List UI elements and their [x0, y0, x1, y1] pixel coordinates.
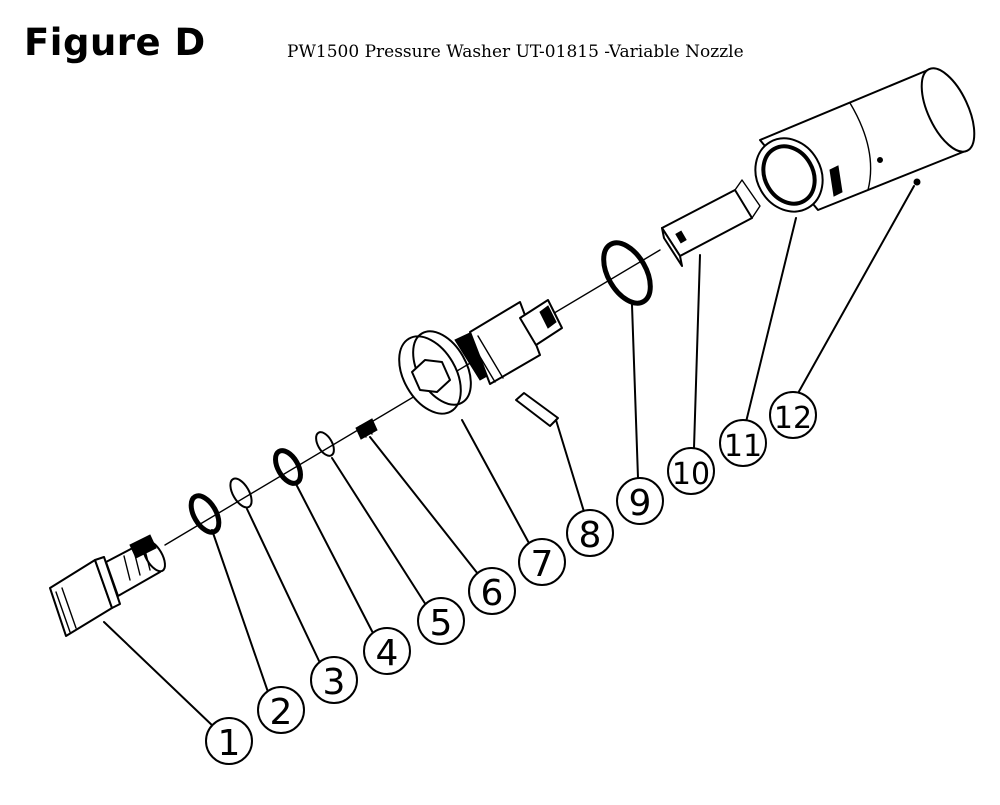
callout-1-number: 1	[218, 723, 241, 764]
callout-6-number: 6	[481, 573, 504, 614]
part-10-slide-block	[661, 179, 761, 267]
callout-4-number: 4	[376, 633, 399, 674]
callout-4: 4	[363, 627, 411, 675]
part-2-oring	[188, 493, 222, 535]
figure-label: Figure D	[24, 21, 206, 64]
part-6-spring	[355, 418, 378, 440]
callout-10: 10	[667, 447, 715, 495]
callout-9: 9	[616, 477, 664, 525]
callout-1: 1	[205, 717, 253, 765]
callout-8: 8	[566, 509, 614, 557]
callout-3: 3	[310, 656, 358, 704]
callout-11-number: 11	[724, 429, 762, 464]
callout-9-number: 9	[629, 483, 652, 524]
callout-7: 7	[518, 538, 566, 586]
part-4-oring	[273, 448, 303, 486]
callout-5: 5	[417, 597, 465, 645]
figure-caption: PW1500 Pressure Washer UT-01815 -Variabl…	[287, 42, 744, 62]
leader-lines	[103, 185, 915, 729]
callout-11: 11	[719, 419, 767, 467]
callout-5-number: 5	[430, 603, 453, 644]
callout-2-number: 2	[270, 692, 293, 733]
part-5-washer	[315, 431, 335, 457]
callout-12: 12	[769, 391, 817, 439]
part-9-large-oring	[601, 240, 653, 306]
callout-7-number: 7	[531, 544, 554, 585]
callout-12-number: 12	[774, 401, 812, 436]
part-7-nozzle-body	[398, 299, 563, 415]
part-3-washer	[229, 477, 253, 509]
part-8-pin	[515, 392, 559, 427]
callout-3-number: 3	[323, 662, 346, 703]
callout-6: 6	[468, 567, 516, 615]
callout-8-number: 8	[579, 515, 602, 556]
callout-10-number: 10	[672, 457, 710, 492]
callout-2: 2	[257, 686, 305, 734]
assembly-axis	[164, 249, 661, 546]
part-1-coupler	[49, 534, 166, 637]
part-12-screw	[877, 157, 921, 186]
part-11-sleeve	[754, 67, 976, 213]
